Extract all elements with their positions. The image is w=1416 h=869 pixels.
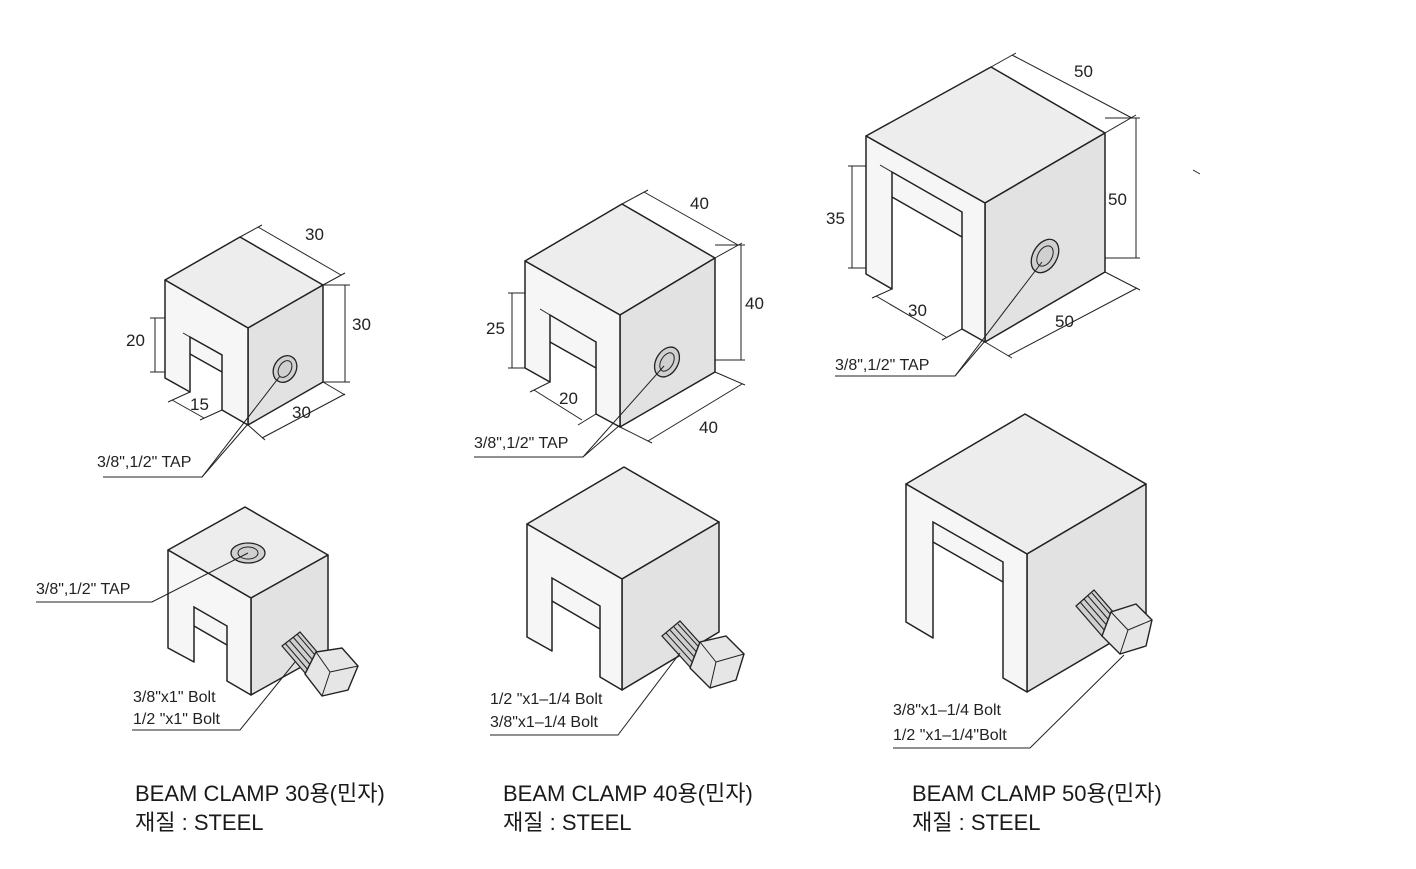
caption-clamp-50: BEAM CLAMP 50용(민자) (912, 781, 1162, 806)
tap-label-30-bottom: 3/8",1/2" TAP (36, 581, 130, 598)
caption-clamp-40: BEAM CLAMP 40용(민자) (503, 781, 753, 806)
bolt-label-30-b: 1/2 "x1" Bolt (133, 711, 221, 728)
dim-40-depth: 40 (699, 418, 718, 437)
material-clamp-50: 재질 : STEEL (912, 810, 1041, 835)
dim-50-top: 50 (1074, 62, 1093, 81)
material-clamp-40: 재질 : STEEL (503, 810, 632, 835)
bolt-label-40-b: 3/8"x1–1/4 Bolt (490, 714, 599, 731)
dim-30-top: 30 (305, 225, 324, 244)
clamp-30-bolt-view: 3/8",1/2" TAP 3/8"x1" Bolt 1/2 "x1" Bolt (36, 506, 359, 731)
bolt-label-30-a: 3/8"x1" Bolt (133, 689, 216, 706)
dim-50-height: 50 (1108, 190, 1127, 209)
dim-40-slot-height: 25 (486, 319, 505, 338)
clamp-50-dimensioned-view: 50 50 35 30 50 3/8",1/2" TAP (826, 52, 1201, 377)
dim-40-top: 40 (690, 194, 709, 213)
clamp-30-dimensioned-view: 30 30 20 15 30 3/8",1/2" TAP (97, 224, 371, 478)
tap-label-50: 3/8",1/2" TAP (835, 357, 929, 374)
dim-50-slot-width: 30 (908, 301, 927, 320)
dim-50-depth: 50 (1055, 312, 1074, 331)
dim-40-slot-width: 20 (559, 389, 578, 408)
clamp-40-dimensioned-view: 40 40 25 20 40 3/8",1/2" TAP (474, 189, 764, 458)
bolt-label-50-b: 1/2 "x1–1/4"Bolt (893, 727, 1007, 744)
dim-30-slot-width: 15 (190, 395, 209, 414)
dim-50-slot-height: 35 (826, 209, 845, 228)
clamp-40-bolt-view: 1/2 "x1–1/4 Bolt 3/8"x1–1/4 Bolt (490, 466, 745, 736)
dim-30-depth: 30 (292, 403, 311, 422)
caption-clamp-30: BEAM CLAMP 30용(민자) (135, 781, 385, 806)
dim-30-height: 30 (352, 315, 371, 334)
dim-40-height: 40 (745, 294, 764, 313)
bolt-label-40-a: 1/2 "x1–1/4 Bolt (490, 691, 603, 708)
dim-30-slot-height: 20 (126, 331, 145, 350)
material-clamp-30: 재질 : STEEL (135, 810, 264, 835)
bolt-label-50-a: 3/8"x1–1/4 Bolt (893, 702, 1002, 719)
clamp-50-bolt-view: 3/8"x1–1/4 Bolt 1/2 "x1–1/4"Bolt (893, 413, 1153, 749)
tap-label-30: 3/8",1/2" TAP (97, 454, 191, 471)
tap-label-40: 3/8",1/2" TAP (474, 435, 568, 452)
